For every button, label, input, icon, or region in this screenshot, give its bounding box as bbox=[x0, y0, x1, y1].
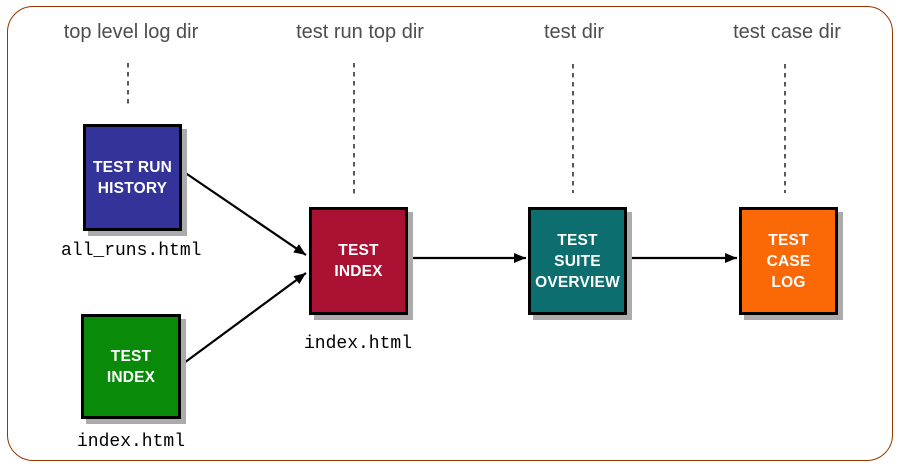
node-test-index-top-level: TEST INDEX bbox=[81, 314, 181, 419]
column-header-test-run-top-dir: test run top dir bbox=[296, 21, 424, 43]
column-header-top-level-log-dir: top level log dir bbox=[63, 21, 199, 43]
border-frame bbox=[7, 6, 893, 461]
node-test-case-log: TEST CASE LOG bbox=[739, 207, 838, 315]
arrow-history-to-test-index bbox=[183, 171, 307, 256]
column-header-test-dir: test dir bbox=[543, 21, 605, 43]
file-label-index-html-top-level: index.html bbox=[77, 432, 186, 452]
file-label-all-runs-html: all_runs.html bbox=[61, 241, 202, 261]
node-test-run-history: TEST RUN HISTORY bbox=[83, 124, 182, 231]
node-test-suite-overview: TEST SUITE OVERVIEW bbox=[528, 207, 627, 315]
column-header-test-case-dir: test case dir bbox=[733, 21, 841, 43]
node-test-index-run: TEST INDEX bbox=[309, 207, 408, 315]
file-label-index-html-run: index.html bbox=[304, 334, 413, 354]
arrow-top-index-to-test-index bbox=[183, 272, 307, 364]
